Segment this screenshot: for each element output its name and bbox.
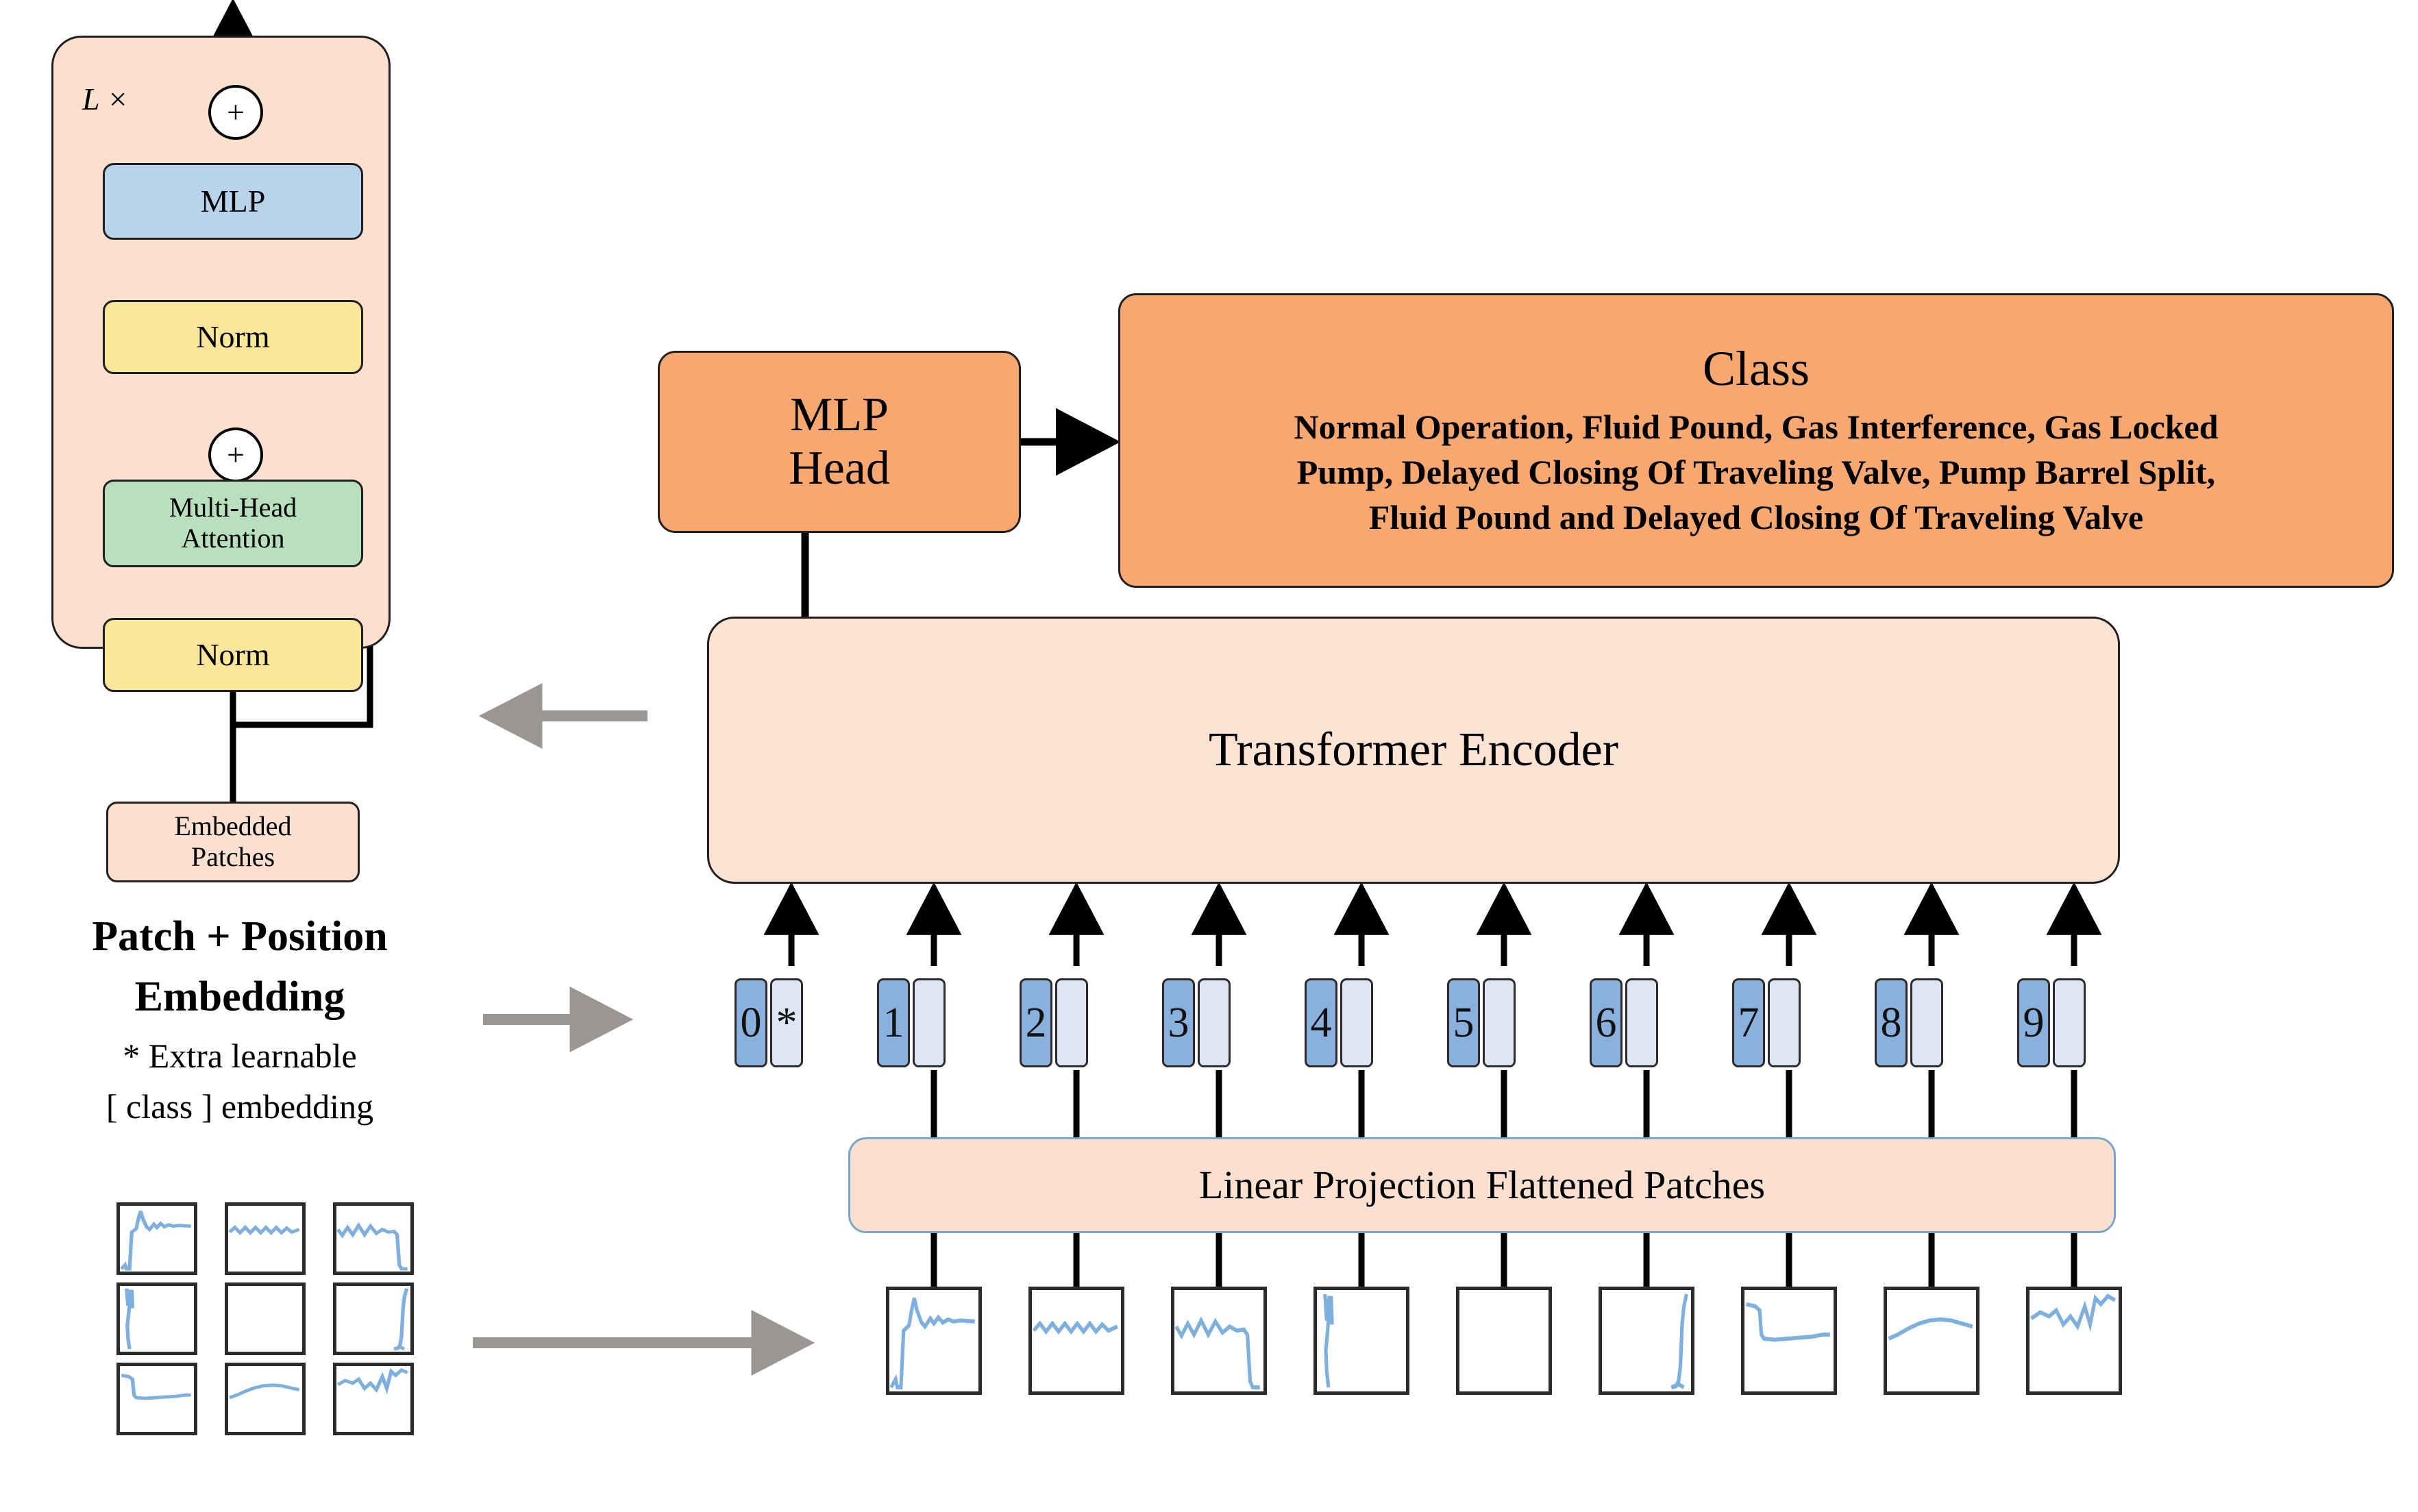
class-output-box: Class Normal Operation, Fluid Pound, Gas… (1118, 293, 2394, 588)
token-0: 0 * (735, 978, 803, 1067)
token-6-position (1625, 978, 1658, 1067)
token-1-position (913, 978, 946, 1067)
input-patch-8 (1884, 1287, 1979, 1395)
embedded-patches-block: Embedded Patches (106, 802, 360, 882)
mlp-head-line1: MLP (790, 388, 889, 441)
transformer-encoder-box: Transformer Encoder (707, 617, 2120, 884)
patch-position-embedding-line1: Patch + Position (92, 913, 388, 960)
norm-block-bottom: Norm (103, 618, 363, 692)
residual-add-top-icon: + (208, 85, 263, 140)
input-patch-5 (1456, 1287, 1552, 1395)
mlp-head-line2: Head (789, 442, 890, 495)
token-7-position (1768, 978, 1801, 1067)
token-3-index: 3 (1162, 978, 1195, 1067)
token-2: 2 (1020, 978, 1088, 1067)
token-9-position (2053, 978, 2086, 1067)
token-4: 4 (1305, 978, 1373, 1067)
input-patch-1 (886, 1287, 982, 1395)
token-7-index: 7 (1732, 978, 1765, 1067)
linear-projection-box: Linear Projection Flattened Patches (848, 1137, 2116, 1233)
token-1: 1 (877, 978, 946, 1067)
token-5-position (1483, 978, 1516, 1067)
token-4-index: 4 (1305, 978, 1337, 1067)
class-list-line1: Normal Operation, Fluid Pound, Gas Inter… (1294, 408, 2219, 447)
token-7: 7 (1732, 978, 1801, 1067)
patch-grid-cell-4 (116, 1282, 197, 1355)
mlp-block: MLP (103, 163, 363, 240)
token-0-index: 0 (735, 978, 767, 1067)
token-8: 8 (1875, 978, 1943, 1067)
patch-grid-cell-9 (333, 1363, 414, 1435)
token-3: 3 (1162, 978, 1231, 1067)
attention-label-line1: Multi-Head (169, 492, 297, 523)
input-patch-2 (1028, 1287, 1124, 1395)
token-5-index: 5 (1447, 978, 1480, 1067)
token-8-index: 8 (1875, 978, 1908, 1067)
token-4-position (1340, 978, 1373, 1067)
residual-add-mid-icon: + (208, 427, 263, 482)
patch-grid-cell-1 (116, 1202, 197, 1275)
embedded-patches-line1: Embedded (174, 810, 292, 842)
token-9: 9 (2017, 978, 2086, 1067)
token-3-position (1198, 978, 1231, 1067)
class-list-line3: Fluid Pound and Delayed Closing Of Trave… (1368, 498, 2144, 537)
norm-block-top: Norm (103, 300, 363, 374)
patch-grid-cell-7 (116, 1363, 197, 1435)
patch-grid-cell-2 (225, 1202, 306, 1275)
embedded-patches-line2: Patches (190, 841, 275, 872)
token-9-index: 9 (2017, 978, 2050, 1067)
input-patch-3 (1171, 1287, 1267, 1395)
repeat-count-label: L × (82, 82, 129, 116)
class-heading: Class (1702, 340, 1810, 396)
token-0-marker: * (770, 978, 803, 1067)
input-patch-6 (1599, 1287, 1694, 1395)
input-patch-9 (2026, 1287, 2122, 1395)
patch-grid-cell-6 (333, 1282, 414, 1355)
mlp-head-box: MLP Head (658, 351, 1021, 533)
attention-label-line2: Attention (181, 523, 285, 554)
input-patch-7 (1741, 1287, 1837, 1395)
patch-grid-cell-3 (333, 1202, 414, 1275)
token-8-position (1910, 978, 1943, 1067)
patch-grid-cell-5 (225, 1282, 306, 1355)
token-1-index: 1 (877, 978, 910, 1067)
token-6-index: 6 (1590, 978, 1623, 1067)
input-patch-4 (1313, 1287, 1409, 1395)
extra-learnable-note: * Extra learnable (123, 1037, 357, 1075)
class-list-line2: Pump, Delayed Closing Of Traveling Valve… (1296, 453, 2216, 492)
token-6: 6 (1590, 978, 1658, 1067)
token-2-position (1055, 978, 1088, 1067)
multi-head-attention-block: Multi-Head Attention (103, 480, 363, 567)
class-embedding-note: [ class ] embedding (106, 1087, 374, 1126)
patch-grid-cell-8 (225, 1363, 306, 1435)
token-5: 5 (1447, 978, 1516, 1067)
patch-position-embedding-line2: Embedding (134, 974, 345, 1020)
token-2-index: 2 (1020, 978, 1052, 1067)
